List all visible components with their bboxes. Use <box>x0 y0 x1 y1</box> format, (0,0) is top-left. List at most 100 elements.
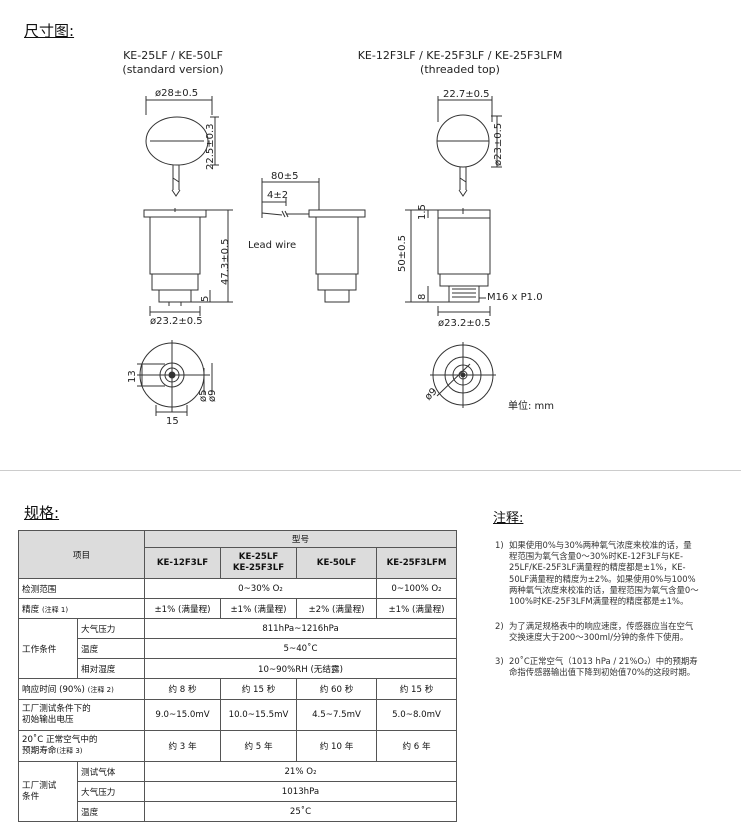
accuracy-label: 精度 <box>22 604 40 615</box>
work-condition-label: 工作条件 <box>18 618 78 679</box>
right-cap-height-label: 1.5 <box>417 204 428 220</box>
left-bottom-view-drawing <box>137 340 213 416</box>
left-top-circle-drawing <box>145 96 219 197</box>
life-2: 约 5 年 <box>220 730 297 762</box>
life-1: 约 3 年 <box>144 730 221 762</box>
table-row: 精度 (注释 1) ±1% (满量程) ±1% (满量程) ±2% (满量程) … <box>18 598 457 619</box>
output-label-cell: 工厂测试条件下的初始输出电压 <box>18 699 145 731</box>
response-label-cell: 响应时间 (90%) (注释 2) <box>18 678 145 700</box>
table-row: 工作条件 大气压力 811hPa~1216hPa <box>18 618 457 679</box>
table-row: 20˚C 正常空气中的预期寿命(注释 3) 约 3 年 约 5 年 约 10 年… <box>18 730 457 762</box>
accuracy-label-cell: 精度 (注释 1) <box>18 598 145 619</box>
note-number: 2) <box>495 621 504 632</box>
note-number: 3) <box>495 655 504 666</box>
humidity-label: 相对湿度 <box>77 658 145 679</box>
factory-pressure-label: 大气压力 <box>77 781 145 802</box>
right-body-diameter-label: ø23.2±0.5 <box>438 318 491 329</box>
table-row: 大气压力 1013hPa <box>19 781 457 802</box>
list-item: 1) 如果使用0%与30%两种氧气浓度来校准的话，量程范围为氧气含量0～30%时… <box>495 540 700 607</box>
right-top-width-label: 22.7±0.5 <box>443 89 490 100</box>
life-label-cell: 20˚C 正常空气中的预期寿命(注释 3) <box>18 730 145 762</box>
left-top-height-label: 22.5±0.3 <box>205 123 216 170</box>
response-note: (注释 2) <box>87 686 114 694</box>
right-body-height-label: 50±0.5 <box>397 234 408 272</box>
pressure-label: 大气压力 <box>77 618 145 639</box>
unit-label: 单位: mm <box>508 401 555 412</box>
list-item: 3) 20˚C正常空气（1013 hPa / 21%O₂）中的预期寿命指传感器输… <box>495 656 700 678</box>
bottom-13-label: 13 <box>127 370 138 383</box>
table-row: 温度 5~40˚C <box>19 638 457 659</box>
note-text: 20˚C正常空气（1013 hPa / 21%O₂）中的预期寿命指传感器输出值下… <box>509 655 698 677</box>
dimension-drawings <box>137 96 502 416</box>
factory-label-line2: 条件 <box>22 791 40 802</box>
range-label: 检测范围 <box>18 578 145 599</box>
left-side-view-drawing <box>143 208 233 316</box>
output-3: 4.5~7.5mV <box>296 699 377 731</box>
table-row: 相对湿度 10~90%RH (无结露) <box>19 658 457 679</box>
table-row: 工厂测试条件 测试气体 21% O₂ <box>18 761 457 822</box>
life-3: 约 10 年 <box>296 730 377 762</box>
bottom-9-label: ø9 <box>207 389 218 402</box>
response-3: 约 60 秒 <box>296 678 377 700</box>
left-body-diameter-label: ø23.2±0.5 <box>150 316 203 327</box>
lead-wire-drawing <box>261 178 366 303</box>
left-bottom-height-label: 5 <box>200 295 211 302</box>
note-text: 为了满足规格表中的响应速度，传感器应当在空气交换速度大于200～300ml/分钟… <box>509 621 694 643</box>
table-row: 检测范围 0~30% O₂ 0~100% O₂ <box>18 578 457 599</box>
humidity-value: 10~90%RH (无结露) <box>144 658 457 679</box>
bottom-15-label: 15 <box>166 416 179 427</box>
table-row: 温度 25˚C <box>19 801 457 822</box>
model-col-3: KE-50LF <box>296 547 377 579</box>
lead-wire-label: Lead wire <box>248 240 297 251</box>
accuracy-2: ±1% (满量程) <box>220 598 297 619</box>
thread-spec-label: M16 x P1.0 <box>487 292 543 303</box>
life-note: (注释 3) <box>56 747 83 755</box>
range-b-value: 0~100% O₂ <box>376 578 457 599</box>
model-col-4: KE-25F3LFM <box>376 547 457 579</box>
table-row: 响应时间 (90%) (注释 2) 约 8 秒 约 15 秒 约 60 秒 约 … <box>18 678 457 700</box>
right-model-label: KE-12F3LF / KE-25F3LF / KE-25F3LFM <box>357 49 563 62</box>
life-label-line1: 20˚C 正常空气中的 <box>22 735 98 745</box>
factory-temp-label: 温度 <box>77 801 145 822</box>
output-label-line1: 工厂测试条件下的 <box>22 704 91 714</box>
factory-temp-value: 25˚C <box>144 801 457 822</box>
spec-table: 项目 型号 KE-12F3LF KE-25LF KE-25F3LF KE-50L… <box>18 530 457 822</box>
note-text: 如果使用0%与30%两种氧气浓度来校准的话，量程范围为氧气含量0～30%时KE-… <box>509 540 699 607</box>
factory-label-line1: 工厂测试 <box>22 780 57 791</box>
accuracy-4: ±1% (满量程) <box>376 598 457 619</box>
table-row: KE-12F3LF KE-25LF KE-25F3LF KE-50LF KE-2… <box>19 547 457 579</box>
output-1: 9.0~15.0mV <box>144 699 221 731</box>
right-side-view-drawing <box>405 208 491 316</box>
response-1: 约 8 秒 <box>144 678 221 700</box>
accuracy-1: ±1% (满量程) <box>144 598 221 619</box>
response-2: 约 15 秒 <box>220 678 297 700</box>
accuracy-note: (注释 1) <box>41 605 69 614</box>
right-top-circle-drawing <box>436 96 502 197</box>
model-header: 型号 <box>144 530 457 548</box>
table-row: 工厂测试条件下的初始输出电压 9.0~15.0mV 10.0~15.5mV 4.… <box>18 699 457 731</box>
gas-label: 测试气体 <box>77 761 145 782</box>
life-label-line2: 预期寿命 <box>22 746 57 756</box>
right-bottom-view-drawing <box>430 342 496 408</box>
item-header: 项目 <box>18 530 145 579</box>
response-label: 响应时间 (90%) <box>22 685 85 695</box>
output-label-line2: 初始输出电压 <box>22 715 74 725</box>
notes-list: 1) 如果使用0%与30%两种氧气浓度来校准的话，量程范围为氧气含量0～30%时… <box>495 540 700 690</box>
accuracy-3: ±2% (满量程) <box>296 598 377 619</box>
factory-pressure-value: 1013hPa <box>144 781 457 802</box>
right-version-label: (threaded top) <box>420 63 500 76</box>
gas-value: 21% O₂ <box>144 761 457 782</box>
spec-title: 规格: <box>24 504 60 522</box>
note-number: 1) <box>495 540 504 550</box>
pressure-value: 811hPa~1216hPa <box>144 618 457 639</box>
model-col-1: KE-12F3LF <box>144 547 221 579</box>
temp-value: 5~40˚C <box>144 638 457 659</box>
right-thread-height-label: 8 <box>417 293 428 300</box>
factory-label-cell: 工厂测试条件 <box>18 761 78 822</box>
output-4: 5.0~8.0mV <box>376 699 457 731</box>
left-top-diameter-label: ø28±0.5 <box>155 88 199 99</box>
left-model-label: KE-25LF / KE-50LF <box>123 49 223 62</box>
wire-strip-label: 4±2 <box>267 190 289 201</box>
dimensions-title: 尺寸图: <box>24 22 75 40</box>
temp-label: 温度 <box>77 638 145 659</box>
